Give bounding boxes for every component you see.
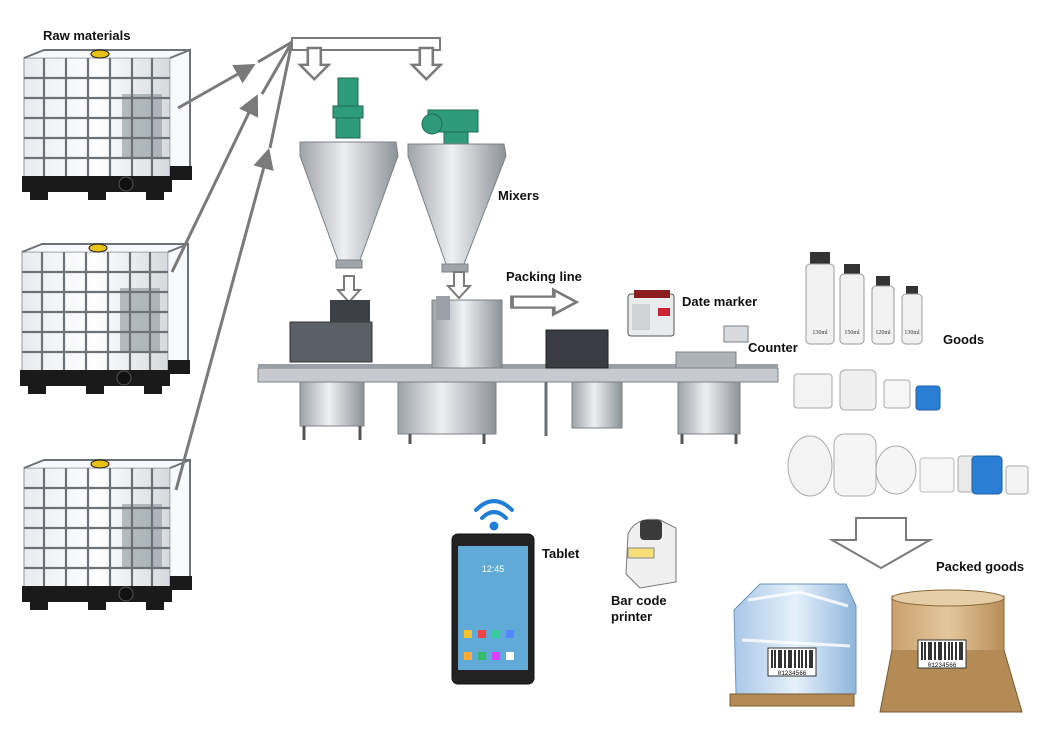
mixer-icon bbox=[407, 109, 507, 273]
flow-arrow-icon bbox=[510, 288, 579, 317]
label-packing-line: Packing line bbox=[506, 269, 582, 284]
tablet-icon: 12:45 bbox=[451, 533, 535, 685]
bottle-icon: 150ml bbox=[839, 264, 865, 345]
bottle-icon: 120ml bbox=[871, 276, 895, 345]
label-bar-code-printer-line2: printer bbox=[611, 609, 653, 624]
barcode-number: 01234566 bbox=[778, 670, 807, 677]
down-arrow-icon bbox=[447, 271, 471, 299]
ibc-tank-icon bbox=[20, 48, 194, 202]
bottle-icon: 130ml bbox=[901, 286, 923, 345]
goods-containers bbox=[787, 369, 1029, 497]
down-arrow-icon bbox=[337, 275, 361, 303]
bottle-label: 130ml bbox=[812, 330, 828, 336]
barcode-number: 01234566 bbox=[928, 662, 957, 669]
bottle-icon: 130ml bbox=[805, 252, 835, 345]
date-marker-icon bbox=[627, 290, 675, 337]
bottle-label: 150ml bbox=[844, 330, 860, 336]
down-arrow-icon bbox=[828, 517, 934, 570]
label-raw-materials: Raw materials bbox=[43, 28, 131, 43]
label-packed-goods: Packed goods bbox=[936, 559, 1025, 574]
packing-line-icon bbox=[257, 296, 779, 444]
bottle-label: 120ml bbox=[875, 330, 891, 336]
distribution-manifold bbox=[291, 37, 442, 81]
ibc-tank-icon bbox=[20, 458, 194, 612]
wifi-icon bbox=[474, 499, 514, 531]
goods-bottles: 130ml 150ml 120ml 130ml bbox=[805, 252, 923, 345]
feed-arrows bbox=[170, 40, 294, 491]
bottle-label: 130ml bbox=[904, 330, 920, 336]
label-mixers: Mixers bbox=[498, 188, 540, 203]
pallet-icon: 01234566 bbox=[729, 583, 857, 707]
label-bar-code-printer-line1: Bar code bbox=[611, 593, 667, 608]
pallet-icon: 01234566 bbox=[879, 589, 1023, 713]
tablet-clock: 12:45 bbox=[482, 564, 505, 574]
label-goods: Goods bbox=[943, 332, 985, 347]
barcode-icon: 01234566 bbox=[767, 647, 817, 677]
label-date-marker: Date marker bbox=[682, 294, 758, 309]
ibc-tank-icon bbox=[18, 242, 192, 396]
label-tablet: Tablet bbox=[542, 546, 580, 561]
barcode-printer-icon bbox=[625, 518, 677, 589]
barcode-icon: 01234566 bbox=[917, 639, 967, 669]
label-counter: Counter bbox=[748, 340, 798, 355]
mixer-icon bbox=[299, 77, 399, 269]
